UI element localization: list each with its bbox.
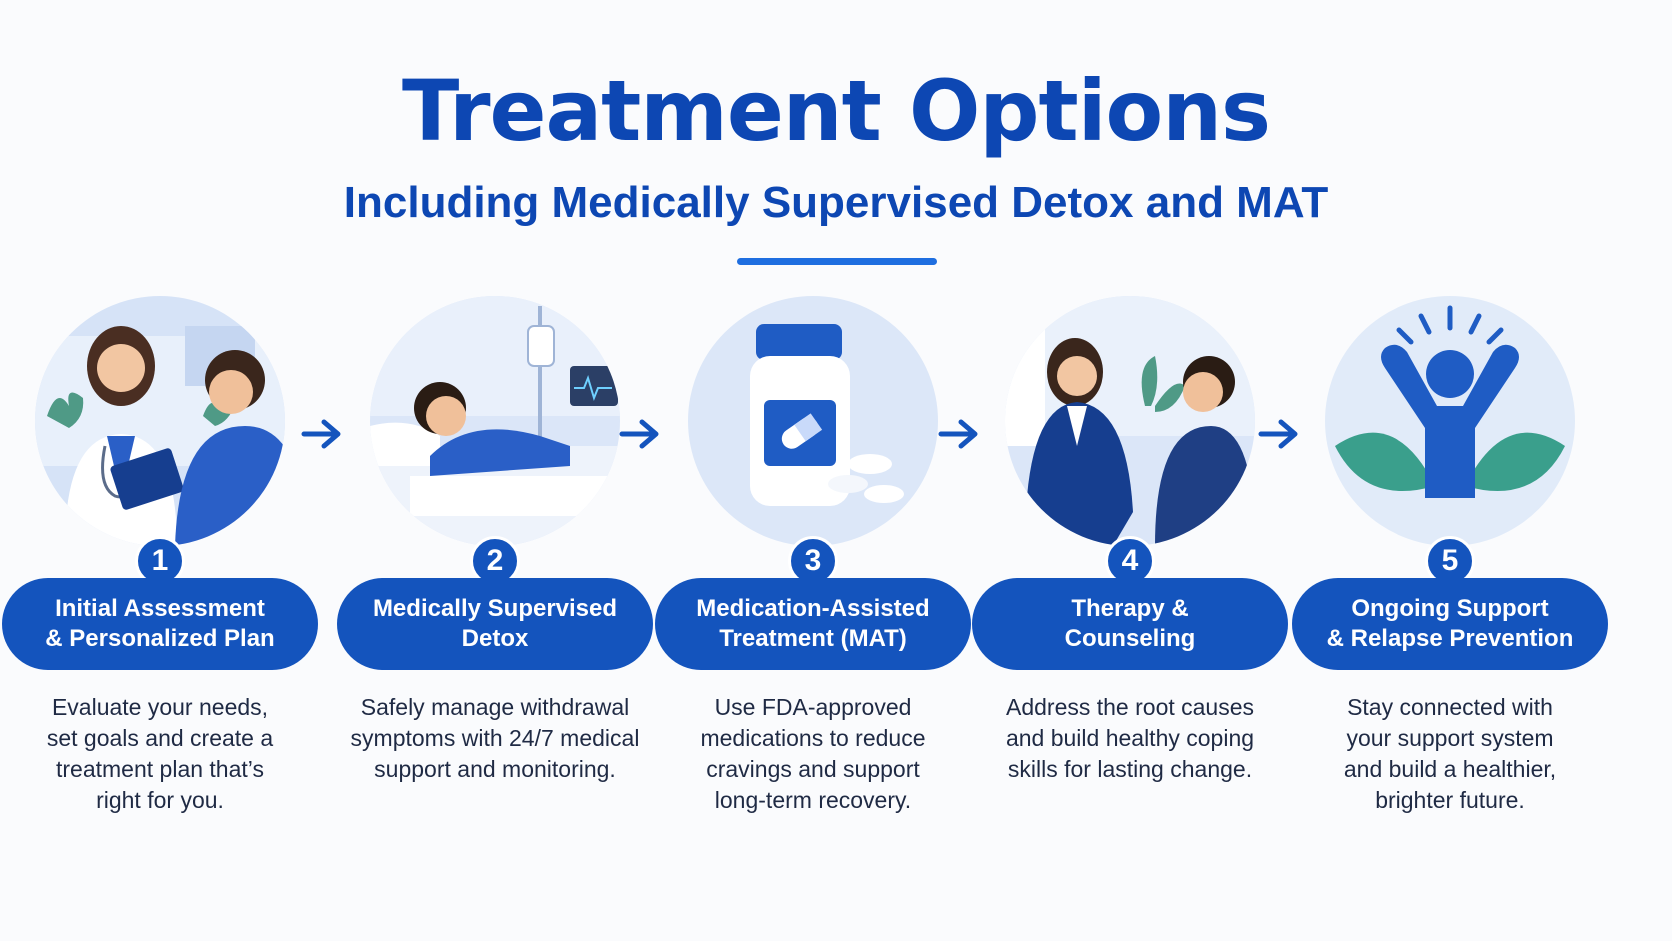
arrow-right-icon: [301, 419, 341, 449]
therapy-session-illustration-icon: [1005, 296, 1255, 546]
step-description: Use FDA-approved medications to reduce c…: [700, 694, 926, 813]
medication-bottle-illustration-icon: [688, 296, 938, 546]
step-title-pill: Ongoing Support & Relapse Prevention: [1292, 578, 1608, 670]
step-5: 5 Ongoing Support & Relapse Prevention S…: [1290, 0, 1610, 941]
step-2: 2 Medically Supervised Detox Safely mana…: [335, 0, 655, 941]
step-4: 4 Therapy & Counseling Address the root …: [970, 0, 1290, 941]
step-number-badge: 5: [1425, 536, 1475, 586]
step-title: Medically Supervised Detox: [372, 595, 618, 652]
step-description: Address the root causes and build health…: [1005, 694, 1255, 782]
page-subtitle: Including Medically Supervised Detox and…: [343, 178, 1329, 227]
doctor-consultation-illustration-icon: [35, 296, 285, 546]
arrow-right-icon: [1258, 419, 1298, 449]
step-title-pill: Initial Assessment & Personalized Plan: [2, 578, 318, 670]
celebrating-person-illustration-icon: [1325, 296, 1575, 546]
step-title-pill: Medically Supervised Detox: [337, 578, 653, 670]
step-title: Ongoing Support & Relapse Prevention: [1326, 595, 1574, 652]
step-title: Medication-Assisted Treatment (MAT): [696, 595, 930, 652]
step-description: Evaluate your needs, set goals and creat…: [46, 694, 274, 813]
step-description: Stay connected with your support system …: [1343, 694, 1557, 813]
arrow-right-icon: [619, 419, 659, 449]
step-title-pill: Medication-Assisted Treatment (MAT): [655, 578, 971, 670]
hospital-bed-illustration-icon: [370, 296, 620, 546]
step-title: Initial Assessment & Personalized Plan: [45, 595, 275, 652]
title-divider: [737, 258, 937, 265]
step-3: 3 Medication-Assisted Treatment (MAT) Us…: [653, 0, 973, 941]
step-number-badge: 4: [1105, 536, 1155, 586]
step-title-pill: Therapy & Counseling: [972, 578, 1288, 670]
step-title: Therapy & Counseling: [1064, 595, 1196, 652]
step-number-badge: 2: [470, 536, 520, 586]
arrow-right-icon: [938, 419, 978, 449]
step-1: 1 Initial Assessment & Personalized Plan…: [0, 0, 320, 941]
page-title: Treatment Options: [402, 62, 1271, 160]
step-description: Safely manage withdrawal symptoms with 2…: [350, 694, 640, 782]
step-number-badge: 3: [788, 536, 838, 586]
